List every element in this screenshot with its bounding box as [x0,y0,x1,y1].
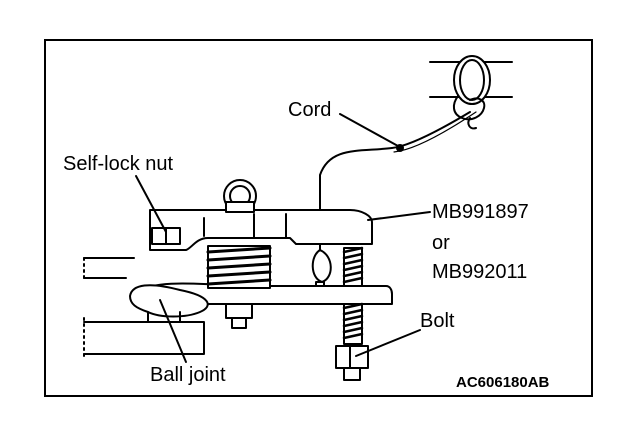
tool-number-label-2: MB992011 [432,261,528,283]
cord-label: Cord [288,99,332,121]
figure-code: AC606180AB [456,374,550,391]
tool-beam [149,209,373,251]
self-lock-nut-leader [135,175,167,233]
lower-arm [83,257,205,357]
spring [206,245,272,289]
threaded-bolt [335,246,369,381]
ball-joint-label: Ball joint [150,364,226,386]
tool-number-label-1: MB991897 [432,201,529,223]
self-lock-nut-label: Self-lock nut [63,153,174,175]
tool-leader [367,211,431,221]
bolt-label: Bolt [420,310,455,332]
upper-arm [429,55,513,130]
cord-leader [339,113,399,147]
ball-joint-shape [129,284,209,318]
cord [319,111,471,251]
bolt-leader [355,329,421,357]
ball-joint-leader [159,299,187,363]
or-label: or [432,232,450,254]
